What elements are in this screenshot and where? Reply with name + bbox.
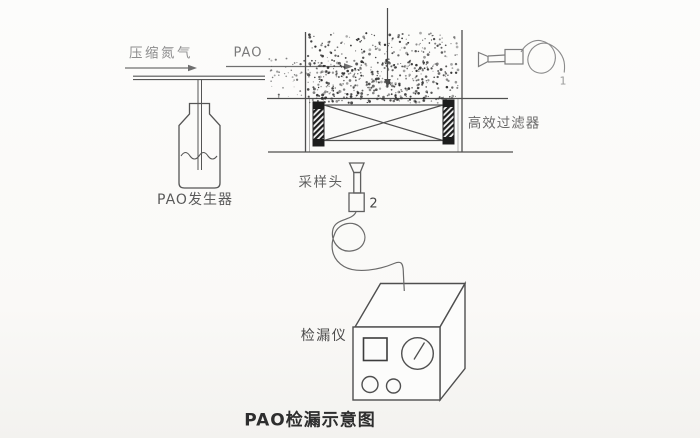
probe-coil-tube <box>520 39 566 74</box>
label-pao: PAO <box>233 45 263 61</box>
label-compressed-nitrogen: 压缩氮气 <box>129 45 193 62</box>
liquid-level-wave <box>180 151 218 160</box>
detector-dial-needle <box>413 342 426 360</box>
detector-knob-right <box>385 378 402 394</box>
sampling-head-neck <box>353 171 362 194</box>
label-probe-number-1: 1 <box>559 74 567 88</box>
label-leak-detector: 检漏仪 <box>300 328 348 344</box>
upstream-probe <box>477 39 566 74</box>
aerosol-injection-arrow <box>384 8 391 88</box>
label-sampling-head-number-2: 2 <box>369 196 378 212</box>
filter-gasket-left <box>312 101 325 147</box>
probe-body <box>504 48 524 65</box>
detector-knob-left <box>361 375 379 394</box>
label-pao-generator: PAO发生器 <box>157 192 233 208</box>
aerosol-particles <box>268 31 460 105</box>
diagram-title: PAO检漏示意图 <box>244 410 376 431</box>
detector-dial <box>401 337 435 371</box>
nitrogen-flow-arrow <box>125 64 197 72</box>
sampling-head <box>348 162 365 213</box>
probe-funnel <box>477 51 489 68</box>
pao-generator-bottle <box>178 102 221 189</box>
duct-and-ceiling <box>267 30 513 153</box>
sampling-head-funnel <box>348 162 365 174</box>
nitrogen-supply-pipe <box>133 75 265 81</box>
filter-gasket-right <box>442 99 455 145</box>
generator-dip-tube <box>197 79 202 170</box>
sampling-head-body <box>348 192 365 213</box>
hepa-filter-frame <box>323 104 444 142</box>
label-sampling-head: 采样头 <box>298 174 344 191</box>
sampling-tube <box>331 211 405 292</box>
pao-flow-arrow <box>226 63 353 70</box>
detector-display-window <box>362 337 388 362</box>
leak-detector-box <box>352 280 467 403</box>
label-hepa-filter: 高效过滤器 <box>467 115 541 132</box>
